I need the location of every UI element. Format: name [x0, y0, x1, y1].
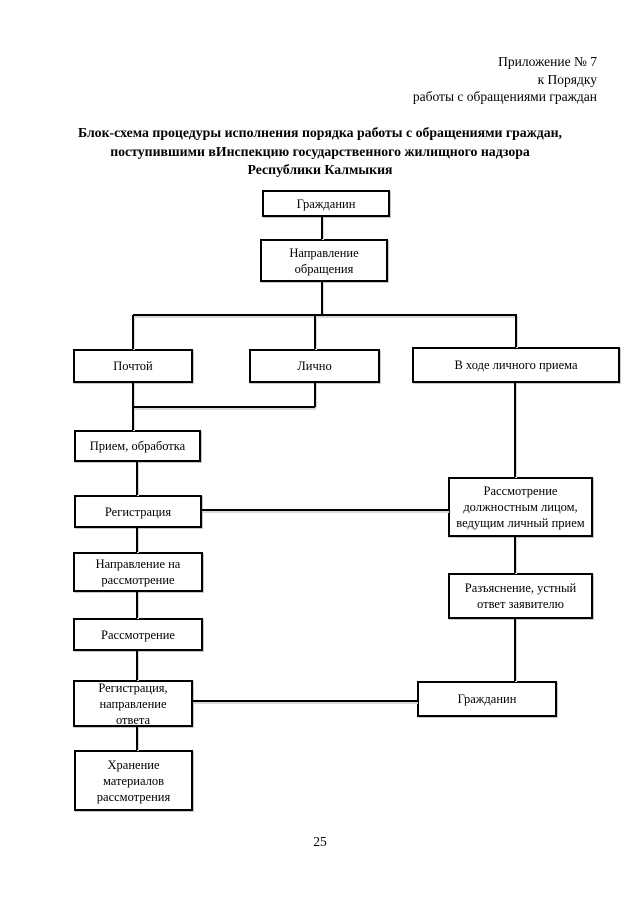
- node-in-person: Лично: [249, 349, 380, 383]
- page-number: 25: [313, 834, 327, 849]
- node-citizen-top: Гражданин: [262, 190, 390, 217]
- node-by-mail: Почтой: [73, 349, 193, 383]
- appendix-header-line: к Порядку: [537, 71, 597, 87]
- document-title: Блок-схема процедуры исполнения порядка …: [30, 124, 610, 180]
- connector-split-to-mail: [132, 315, 134, 349]
- node-registration-send-response: Регистрация, направление ответа: [73, 680, 193, 727]
- connector-citizen-to-direction: [321, 217, 323, 239]
- appendix-header: Приложение № 7 к Порядку работы с обраще…: [413, 53, 597, 106]
- connector-reception-to-review-official: [514, 383, 516, 477]
- document-title-line: Блок-схема процедуры исполнения порядка …: [78, 125, 562, 140]
- node-during-personal-reception: В ходе личного приема: [412, 347, 620, 383]
- node-citizen-bottom: Гражданин: [417, 681, 557, 717]
- node-storage-of-materials: Хранение материалов рассмотрения: [74, 750, 193, 811]
- document-title-line: поступившими вИнспекцию государственного…: [110, 143, 530, 159]
- connector-send-review-to-review: [136, 592, 138, 618]
- appendix-header-line: работы с обращениями граждан: [412, 89, 597, 104]
- document-title-line: Республики Калмыкия: [247, 162, 393, 177]
- connector-split-bar: [133, 314, 517, 316]
- node-intake-processing: Прием, обработка: [74, 430, 201, 462]
- appendix-header-line: Приложение № 7: [498, 54, 597, 69]
- connector-reg-response-to-citizen: [193, 700, 417, 702]
- node-direction-of-appeal: Направление обращения: [260, 239, 388, 282]
- connector-registration-to-review-official: [202, 509, 448, 511]
- connector-registration-to-send-review: [136, 528, 138, 552]
- node-registration: Регистрация: [74, 495, 202, 528]
- connector-in-person-drop: [314, 383, 316, 407]
- connector-split-to-reception: [515, 315, 517, 347]
- node-review: Рассмотрение: [73, 618, 203, 651]
- node-review-by-official: Рассмотрение должностным лицом, ведущим …: [448, 477, 593, 537]
- connector-review-official-to-clarification: [514, 537, 516, 573]
- connector-clarification-to-citizen: [514, 619, 516, 681]
- node-send-for-review: Направление на рассмотрение: [73, 552, 203, 592]
- connector-review-to-reg-response: [136, 651, 138, 680]
- connector-intake-to-registration: [136, 462, 138, 495]
- node-clarification-oral-answer: Разъяснение, устный ответ заявителю: [448, 573, 593, 619]
- connector-in-person-merge-bar: [133, 406, 315, 408]
- connector-split-to-in-person: [314, 315, 316, 349]
- connector-reg-response-to-storage: [136, 727, 138, 750]
- connector-direction-to-split: [321, 282, 323, 315]
